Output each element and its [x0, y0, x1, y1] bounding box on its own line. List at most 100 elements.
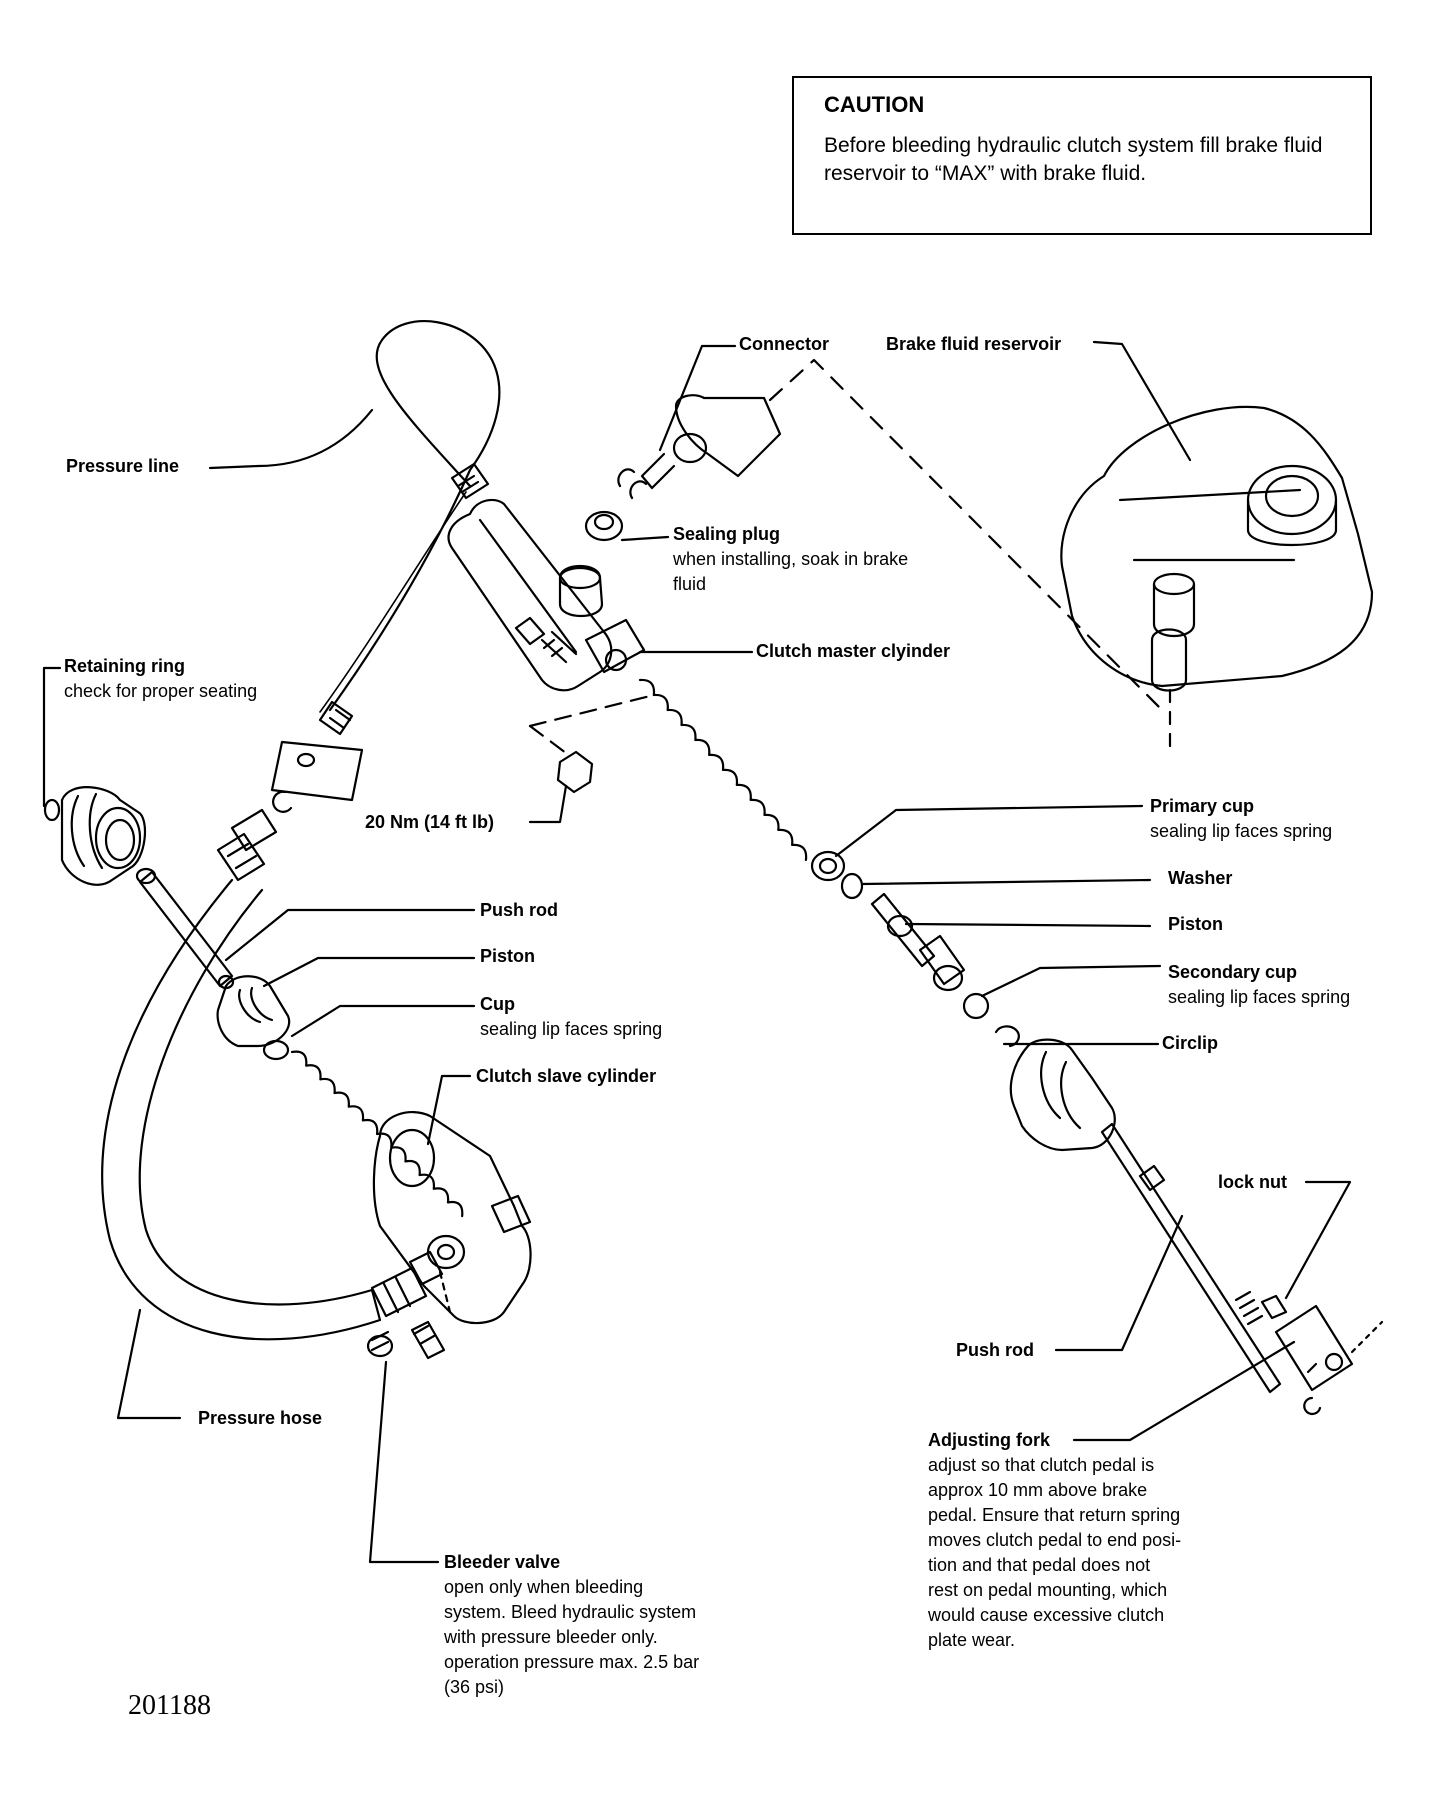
- leader-reservoir: [1092, 340, 1192, 462]
- label-primary-cup-desc: sealing lip faces spring: [1150, 821, 1333, 841]
- label-primary-cup: Primary cup sealing lip faces spring: [1150, 794, 1332, 844]
- clutch-master-cylinder: [447, 498, 613, 692]
- bleeder-valve: [410, 1320, 446, 1360]
- label-push-rod-master-name: Push rod: [956, 1340, 1035, 1360]
- label-master-cylinder: Clutch master clyinder: [756, 639, 950, 664]
- leader-slave-cylinder: [426, 1074, 472, 1146]
- leader-bleeder-valve: [368, 1360, 440, 1564]
- leader-cup: [290, 1004, 476, 1038]
- label-slave-cylinder: Clutch slave cylinder: [476, 1064, 656, 1089]
- primary-cup: [810, 850, 846, 882]
- label-sealing-plug: Sealing plug when installing, soak in br…: [673, 522, 908, 597]
- label-bleeder-valve-desc-2: system. Bleed hydraulic system: [444, 1602, 697, 1622]
- label-torque-name: 20 Nm (14 ft lb): [365, 812, 495, 832]
- label-adjusting-fork-desc-7: would cause excessive clutch: [928, 1605, 1165, 1625]
- leader-retaining-ring: [42, 666, 62, 808]
- label-primary-cup-name: Primary cup: [1150, 796, 1255, 816]
- master-spring: [638, 678, 808, 862]
- leader-washer: [860, 878, 1152, 886]
- leader-adjusting-fork: [1072, 1340, 1296, 1442]
- leader-connector: [658, 344, 737, 452]
- slave-boot: [60, 786, 146, 886]
- label-lock-nut-name: lock nut: [1218, 1172, 1288, 1192]
- label-piston-slave: Piston: [480, 944, 535, 969]
- label-adjusting-fork-desc-4: moves clutch pedal to end posi-: [928, 1530, 1182, 1550]
- label-pressure-line-name: Pressure line: [66, 456, 180, 476]
- pressure-hose: [101, 878, 382, 1341]
- label-secondary-cup-desc: sealing lip faces spring: [1168, 987, 1351, 1007]
- label-adjusting-fork-desc-8: plate wear.: [928, 1630, 1016, 1650]
- label-circlip-name: Circlip: [1162, 1033, 1219, 1053]
- label-piston-master: Piston: [1168, 912, 1223, 937]
- leader-piston-slave: [262, 956, 476, 988]
- label-secondary-cup: Secondary cup sealing lip faces spring: [1168, 960, 1350, 1010]
- label-bleeder-valve-name: Bleeder valve: [444, 1552, 561, 1572]
- adjusting-fork: [1274, 1304, 1354, 1392]
- label-secondary-cup-name: Secondary cup: [1168, 962, 1298, 982]
- label-bleeder-valve-desc-1: open only when bleeding: [444, 1577, 644, 1597]
- leader-primary-cup: [834, 804, 1144, 858]
- label-pressure-hose-name: Pressure hose: [198, 1408, 323, 1428]
- torque-nut: [556, 750, 594, 794]
- lock-nut: [1260, 1294, 1288, 1320]
- label-adjusting-fork: Adjusting fork adjust so that clutch ped…: [928, 1428, 1181, 1653]
- leader-pressure-hose: [116, 1308, 182, 1420]
- label-circlip: Circlip: [1162, 1031, 1218, 1056]
- label-adjusting-fork-desc-2: approx 10 mm above brake: [928, 1480, 1148, 1500]
- bracket-plate: [270, 740, 364, 802]
- label-master-cylinder-name: Clutch master clyinder: [756, 641, 951, 661]
- brake-fluid-reservoir: [1060, 405, 1374, 688]
- label-torque: 20 Nm (14 ft lb): [365, 810, 494, 835]
- label-adjusting-fork-name: Adjusting fork: [928, 1430, 1050, 1450]
- label-reservoir-name: Brake fluid reservoir: [886, 334, 1062, 354]
- leader-sealing-plug: [620, 535, 670, 542]
- label-pressure-line: Pressure line: [66, 454, 179, 479]
- leader-piston-master: [904, 922, 1152, 928]
- label-adjusting-fork-desc-5: tion and that pedal does not: [928, 1555, 1151, 1575]
- mounting-bolt: [514, 616, 546, 646]
- caution-box: CAUTION Before bleeding hydraulic clutch…: [792, 76, 1372, 235]
- leader-push-rod-master: [1054, 1214, 1184, 1352]
- pressure-line: [328, 320, 501, 712]
- label-retaining-ring: Retaining ring check for proper seating: [64, 654, 257, 704]
- connector: [674, 394, 782, 478]
- label-lock-nut: lock nut: [1218, 1170, 1287, 1195]
- label-retaining-ring-desc: check for proper seating: [64, 681, 258, 701]
- label-piston-slave-name: Piston: [480, 946, 536, 966]
- caution-title: CAUTION: [824, 92, 925, 117]
- leader-push-rod-slave: [224, 908, 476, 962]
- slave-spring: [290, 1050, 464, 1218]
- label-adjusting-fork-desc-1: adjust so that clutch pedal is: [928, 1455, 1155, 1475]
- label-push-rod-master: Push rod: [956, 1338, 1034, 1363]
- master-piston: [870, 892, 936, 968]
- label-cup-name: Cup: [480, 994, 515, 1014]
- label-sealing-plug-desc-1: when installing, soak in brake: [673, 549, 909, 569]
- leader-pressure-line: [208, 408, 374, 470]
- leader-torque: [528, 784, 568, 824]
- label-sealing-plug-desc-2: fluid: [673, 574, 707, 594]
- label-reservoir: Brake fluid reservoir: [886, 332, 1061, 357]
- label-push-rod-slave-name: Push rod: [480, 900, 559, 920]
- clutch-slave-cylinder: [372, 1111, 532, 1325]
- washer: [840, 872, 864, 900]
- slave-cup: [262, 1039, 290, 1061]
- label-slave-cylinder-name: Clutch slave cylinder: [476, 1066, 657, 1086]
- slave-piston: [216, 975, 291, 1048]
- master-push-rod: [1100, 1122, 1282, 1394]
- sealing-plug: [584, 510, 624, 542]
- retaining-ring: [43, 798, 61, 822]
- label-bleeder-valve-desc-5: (36 psi): [444, 1677, 505, 1697]
- label-bleeder-valve-desc-4: operation pressure max. 2.5 bar: [444, 1652, 700, 1672]
- label-washer-name: Washer: [1168, 868, 1233, 888]
- label-adjusting-fork-desc-6: rest on pedal mounting, which: [928, 1580, 1168, 1600]
- figure-number: 201188: [128, 1690, 211, 1721]
- label-bleeder-valve-desc-3: with pressure bleeder only.: [444, 1627, 658, 1647]
- label-cup-desc: sealing lip faces spring: [480, 1019, 663, 1039]
- label-pressure-hose: Pressure hose: [198, 1406, 322, 1431]
- caution-text: Before bleeding hydraulic clutch system …: [824, 134, 1323, 185]
- label-connector-name: Connector: [739, 334, 829, 354]
- label-connector: Connector: [739, 332, 829, 357]
- label-adjusting-fork-desc-3: pedal. Ensure that return spring: [928, 1505, 1181, 1525]
- label-cup: Cup sealing lip faces spring: [480, 992, 662, 1042]
